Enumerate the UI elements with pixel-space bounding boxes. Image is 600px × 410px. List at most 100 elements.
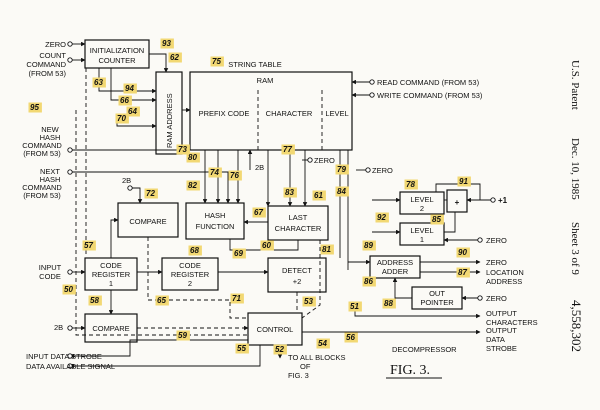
reference-numeral: 60 xyxy=(262,241,271,250)
code-register-1-label-1: CODE xyxy=(100,261,122,270)
read-command-label: READ COMMAND (FROM 53) xyxy=(377,78,480,87)
code-register-2-label-1: CODE xyxy=(179,261,201,270)
input-code-label-1: INPUT xyxy=(39,263,62,272)
output-data-strobe-label-2: DATA xyxy=(486,335,505,344)
reference-numeral: 93 xyxy=(162,39,171,48)
level-1-label-1: LEVEL xyxy=(410,226,433,235)
code-register-2-label-3: 2 xyxy=(188,279,192,288)
reference-numeral: 72 xyxy=(146,189,155,198)
character-label: CHARACTER xyxy=(266,109,313,118)
data-available-label: DATA AVAILABLE SIGNAL xyxy=(26,362,115,371)
reference-numeral: 84 xyxy=(337,187,346,196)
code-register-1-label-3: 1 xyxy=(109,279,113,288)
reference-numeral: 71 xyxy=(232,294,241,303)
reference-numeral: 55 xyxy=(237,344,246,353)
reference-numeral: 77 xyxy=(283,145,292,154)
patent-header: U.S. Patent Dec. 10, 1985 Sheet 3 of 9 4… xyxy=(569,60,584,352)
reference-numeral: 51 xyxy=(350,302,359,311)
control-label: CONTROL xyxy=(257,325,294,334)
zero-level-1-label: ZERO xyxy=(486,236,507,245)
figure-title: DECOMPRESSOR xyxy=(392,345,457,354)
ram-address-label: RAM ADDRESS xyxy=(165,93,174,148)
last-character-label-1: LAST xyxy=(289,213,308,222)
code-register-2-label-2: REGISTER xyxy=(171,270,210,279)
out-pointer-label-1: OUT xyxy=(429,289,445,298)
two-b-label-compare: 2B xyxy=(122,176,131,185)
to-all-blocks-label-2: OF xyxy=(300,362,311,371)
next-hash-label-4: (FROM 53) xyxy=(23,191,61,200)
reference-numeral: 59 xyxy=(178,331,187,340)
reference-numeral: 91 xyxy=(459,177,468,186)
reference-numeral: 75 xyxy=(212,57,221,66)
reference-numeral: 58 xyxy=(90,296,99,305)
reference-numeral: 56 xyxy=(346,333,355,342)
out-pointer-label-2: POINTER xyxy=(420,298,454,307)
reference-numeral: 73 xyxy=(178,145,187,154)
last-character-block xyxy=(268,206,328,240)
input-data-strobe-label: INPUT DATA STROBE xyxy=(26,352,102,361)
reference-numeral: 82 xyxy=(188,181,197,190)
level-1-label-2: 1 xyxy=(420,235,424,244)
reference-numeral: 65 xyxy=(157,296,166,305)
zero-level-input-label: ZERO xyxy=(372,166,393,175)
reference-numeral: 53 xyxy=(304,297,313,306)
output-data-strobe-label-3: STROBE xyxy=(486,344,517,353)
reference-numeral: 78 xyxy=(406,180,415,189)
reference-numeral: 50 xyxy=(64,285,73,294)
two-b-label-lower: 2B xyxy=(54,323,63,332)
initialization-counter-label-1: INITIALIZATION xyxy=(90,46,144,55)
ram-label: RAM xyxy=(257,76,274,85)
reference-numeral: 94 xyxy=(125,84,134,93)
reference-numeral: 87 xyxy=(458,268,467,277)
output-data-strobe-label-1: OUTPUT xyxy=(486,326,517,335)
reference-numeral: 92 xyxy=(377,213,386,222)
level-column-label: LEVEL xyxy=(325,109,348,118)
reference-numeral: 66 xyxy=(120,96,129,105)
zero-pointer-label: ZERO xyxy=(486,294,507,303)
zero-last-char-label: ZERO xyxy=(314,156,335,165)
detect-label-1: DETECT xyxy=(282,266,312,275)
zero-address-label: ZERO xyxy=(486,258,507,267)
write-command-label: WRITE COMMAND (FROM 53) xyxy=(377,91,483,100)
address-adder-label-1: ADDRESS xyxy=(377,258,413,267)
count-command-label-1: COUNT xyxy=(39,51,66,60)
location-address-label-2: ADDRESS xyxy=(486,277,522,286)
reference-numeral: 67 xyxy=(254,208,263,217)
hash-function-label-2: FUNCTION xyxy=(196,222,235,231)
reference-numeral: 86 xyxy=(364,277,373,286)
hash-function-block xyxy=(186,203,244,239)
reference-numeral: 76 xyxy=(230,171,239,180)
patent-sheet: Sheet 3 of 9 xyxy=(569,222,581,275)
output-characters-label-1: OUTPUT xyxy=(486,309,517,318)
detect-label-2: +2 xyxy=(293,277,302,286)
string-table-label: STRING TABLE xyxy=(228,60,282,69)
reference-numeral: 74 xyxy=(210,168,219,177)
count-command-label-3: (FROM 53) xyxy=(29,69,67,78)
reference-numeral: 70 xyxy=(117,114,126,123)
reference-numeral: 68 xyxy=(190,246,199,255)
compare-lower-label: COMPARE xyxy=(92,324,129,333)
reference-numeral: 62 xyxy=(170,53,179,62)
to-all-blocks-label-3: FIG. 3 xyxy=(288,371,309,380)
reference-numeral: 61 xyxy=(314,191,323,200)
zero-input-label: ZERO xyxy=(45,40,66,49)
reference-numeral: 52 xyxy=(275,345,284,354)
reference-numeral: 64 xyxy=(128,107,137,116)
address-adder-label-2: ADDER xyxy=(382,267,409,276)
adder-label: + xyxy=(455,198,460,207)
reference-numeral: 88 xyxy=(384,299,393,308)
new-hash-label-4: (FROM 53) xyxy=(23,149,61,158)
reference-numeral: 80 xyxy=(188,153,197,162)
level-2-label-1: LEVEL xyxy=(410,195,433,204)
reference-numeral: 85 xyxy=(432,215,441,224)
level-2-label-2: 2 xyxy=(420,204,424,213)
reference-numeral: 63 xyxy=(94,78,103,87)
reference-numeral: 95 xyxy=(30,103,39,112)
reference-numeral: 69 xyxy=(234,249,243,258)
reference-numeral: 79 xyxy=(337,165,346,174)
initialization-counter-label-2: COUNTER xyxy=(98,56,136,65)
count-command-label-2: COMMAND xyxy=(26,60,66,69)
code-register-1-label-2: REGISTER xyxy=(92,270,131,279)
reference-numeral: 81 xyxy=(322,245,331,254)
